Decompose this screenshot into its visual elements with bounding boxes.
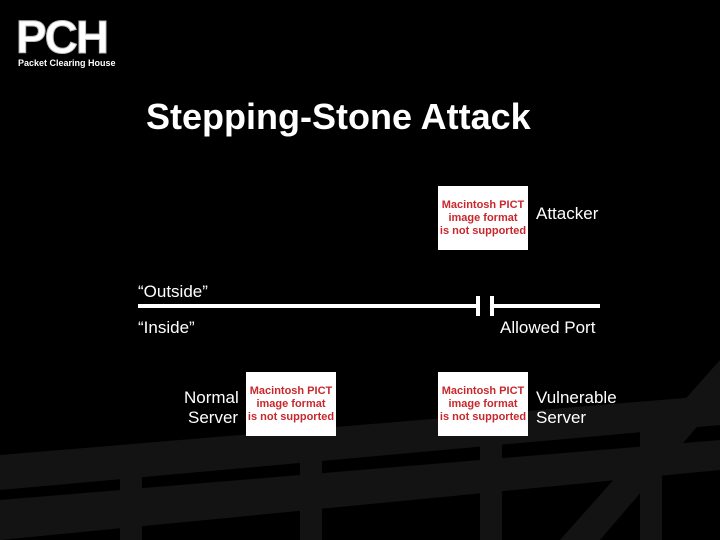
attacker-label: Attacker xyxy=(536,204,599,223)
logo-tagline: Packet Clearing House xyxy=(18,58,116,68)
pict-line-2: image format xyxy=(256,397,326,410)
pict-line-3: is not supported xyxy=(439,224,527,237)
outside-label: “Outside” xyxy=(138,282,208,301)
normal-server-label-1: Normal xyxy=(184,388,239,407)
port-bar-left xyxy=(476,296,480,316)
vulnerable-server-label-1: Vulnerable xyxy=(536,388,617,407)
pict-line-1: Macintosh PICT xyxy=(441,198,525,211)
logo-wordmark: PCH xyxy=(15,11,109,63)
vulnerable-server-label-2: Server xyxy=(536,408,587,427)
pict-line-1: Macintosh PICT xyxy=(249,384,333,397)
pict-line-2: image format xyxy=(448,397,518,410)
pict-line-3: is not supported xyxy=(247,410,335,423)
inside-label: “Inside” xyxy=(138,318,195,337)
boundary-line-left xyxy=(138,304,478,308)
attacker-image-placeholder: Macintosh PICT image format is not suppo… xyxy=(438,186,528,250)
normal-server-label-2: Server xyxy=(188,408,239,427)
normal-server-image-placeholder: Macintosh PICT image format is not suppo… xyxy=(246,372,336,436)
slide-title: Stepping-Stone Attack xyxy=(146,96,531,137)
pict-line-2: image format xyxy=(448,211,518,224)
pict-line-3: is not supported xyxy=(439,410,527,423)
allowed-port-label: Allowed Port xyxy=(500,318,596,337)
pch-logo: PCH Packet Clearing House xyxy=(15,12,132,72)
pict-line-1: Macintosh PICT xyxy=(441,384,525,397)
boundary-line-right xyxy=(492,304,600,308)
vulnerable-server-image-placeholder: Macintosh PICT image format is not suppo… xyxy=(438,372,528,436)
